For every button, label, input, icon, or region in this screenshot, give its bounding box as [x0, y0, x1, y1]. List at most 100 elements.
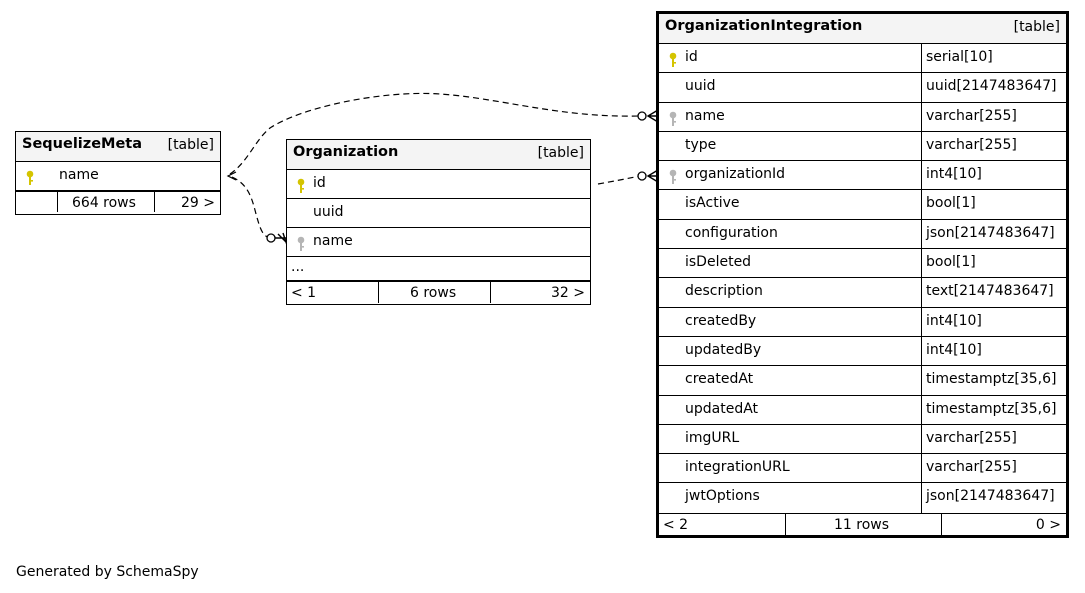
- column-name: name: [685, 107, 725, 124]
- column-name: organizationId: [685, 166, 786, 183]
- row-count: 11 rows: [834, 516, 890, 533]
- foreign-key-icon: [669, 111, 677, 126]
- column-type-cell: int4[10]: [921, 336, 1066, 366]
- primary-key-icon: [669, 52, 677, 67]
- column-name: uuid: [313, 204, 344, 220]
- column-row[interactable]: jwtOptions json[2147483647]: [659, 483, 1066, 513]
- column-row[interactable]: imgURL varchar[255]: [659, 424, 1066, 455]
- column-type-cell: varchar[255]: [921, 424, 1066, 454]
- column-row-more[interactable]: ...: [287, 257, 590, 281]
- column-type-cell: json[2147483647]: [921, 483, 1066, 513]
- row-count: 664 rows: [72, 195, 136, 211]
- column-type: timestamptz[35,6]: [926, 371, 1057, 388]
- column-row[interactable]: name varchar[255]: [659, 102, 1066, 132]
- foreign-key-icon: [297, 236, 305, 251]
- column-row[interactable]: name: [16, 162, 220, 191]
- column-name: updatedBy: [685, 341, 762, 358]
- child-count: 0 >: [1035, 516, 1061, 533]
- column-row[interactable]: createdAt timestamptz[35,6]: [659, 366, 1066, 396]
- column-type-cell: timestamptz[35,6]: [921, 366, 1066, 395]
- column-list: id serial[10] uuid uuid[2147483647] name varc…: [659, 44, 1066, 513]
- column-name: createdAt: [685, 371, 754, 388]
- column-type: int4[10]: [926, 341, 982, 358]
- table-organization[interactable]: Organization [table] id uuid name ... < …: [286, 139, 591, 305]
- column-type-cell: int4[10]: [921, 307, 1066, 336]
- column-name: id: [685, 49, 698, 65]
- column-type: varchar[255]: [926, 459, 1017, 476]
- column-name: name: [313, 233, 353, 249]
- column-type-cell: bool[1]: [921, 249, 1066, 278]
- column-type: uuid[2147483647]: [926, 78, 1057, 95]
- column-row[interactable]: id: [287, 170, 590, 199]
- column-type: text[2147483647]: [926, 283, 1054, 300]
- edge-sequelizemeta-organization: [231, 176, 271, 239]
- column-name: description: [685, 283, 763, 300]
- column-type: timestamptz[35,6]: [926, 400, 1057, 417]
- column-name: imgURL: [685, 429, 740, 446]
- child-count: 32 >: [551, 285, 585, 301]
- column-name: integrationURL: [685, 459, 790, 476]
- column-type: json[2147483647]: [926, 488, 1055, 505]
- column-name: updatedAt: [685, 400, 759, 417]
- table-kind: [table]: [537, 145, 584, 161]
- foreign-key-icon: [669, 169, 677, 185]
- column-row[interactable]: name: [287, 228, 590, 257]
- column-row[interactable]: id serial[10]: [659, 44, 1066, 74]
- column-row[interactable]: description text[2147483647]: [659, 278, 1066, 308]
- parent-count: < 2: [663, 516, 689, 533]
- table-kind: [table]: [167, 137, 214, 153]
- column-type-cell: json[2147483647]: [921, 219, 1066, 249]
- column-type: varchar[255]: [926, 429, 1017, 446]
- column-row[interactable]: updatedBy int4[10]: [659, 336, 1066, 367]
- edge-end-arrow: [226, 171, 237, 181]
- table-name: SequelizeMeta: [22, 136, 143, 152]
- row-count: 6 rows: [410, 285, 457, 301]
- column-row[interactable]: isDeleted bool[1]: [659, 249, 1066, 279]
- column-name: isDeleted: [685, 254, 752, 271]
- column-type: varchar[255]: [926, 107, 1017, 124]
- column-name: uuid: [685, 78, 716, 95]
- table-footer: < 2 11 rows 0 >: [659, 512, 1066, 537]
- column-row[interactable]: configuration json[2147483647]: [659, 219, 1066, 250]
- column-type: bool[1]: [926, 254, 976, 271]
- table-name: Organization: [293, 144, 399, 160]
- generated-by-footer: Generated by SchemaSpy: [16, 564, 199, 580]
- column-row[interactable]: updatedAt timestamptz[35,6]: [659, 395, 1066, 425]
- column-row[interactable]: uuid: [287, 199, 590, 228]
- column-type-cell: int4[10]: [921, 161, 1066, 190]
- table-header: OrganizationIntegration [table]: [659, 14, 1066, 44]
- table-header: SequelizeMeta [table]: [16, 132, 220, 162]
- column-type-cell: varchar[255]: [921, 102, 1066, 131]
- column-row[interactable]: integrationURL varchar[255]: [659, 454, 1066, 484]
- column-name: configuration: [685, 224, 778, 241]
- column-name: jwtOptions: [685, 488, 760, 505]
- column-type-cell: varchar[255]: [921, 131, 1066, 161]
- column-row[interactable]: type varchar[255]: [659, 131, 1066, 162]
- column-type: int4[10]: [926, 312, 982, 329]
- column-type-cell: text[2147483647]: [921, 278, 1066, 307]
- zero-marker: [637, 111, 647, 121]
- column-row[interactable]: uuid uuid[2147483647]: [659, 73, 1066, 103]
- table-header: Organization [table]: [287, 140, 590, 170]
- column-type-cell: varchar[255]: [921, 454, 1066, 483]
- column-type: serial[10]: [926, 49, 993, 65]
- column-type-cell: serial[10]: [921, 44, 1066, 73]
- child-count: 29 >: [181, 195, 215, 211]
- column-type: bool[1]: [926, 195, 976, 212]
- column-type-cell: uuid[2147483647]: [921, 73, 1066, 102]
- parent-count: < 1: [291, 285, 317, 301]
- primary-key-icon: [297, 178, 305, 193]
- table-kind: [table]: [1013, 19, 1060, 35]
- column-row[interactable]: organizationId int4[10]: [659, 161, 1066, 191]
- column-type: int4[10]: [926, 166, 982, 183]
- column-name: createdBy: [685, 312, 757, 329]
- zero-marker: [637, 171, 647, 181]
- table-sequelizemeta[interactable]: SequelizeMeta [table] name 664 rows 29 >: [15, 131, 221, 215]
- column-name: name: [59, 167, 99, 183]
- column-row[interactable]: createdBy int4[10]: [659, 307, 1066, 337]
- column-type: varchar[255]: [926, 136, 1017, 153]
- column-name: type: [685, 136, 717, 153]
- table-organizationintegration[interactable]: OrganizationIntegration [table] id serial…: [656, 11, 1069, 538]
